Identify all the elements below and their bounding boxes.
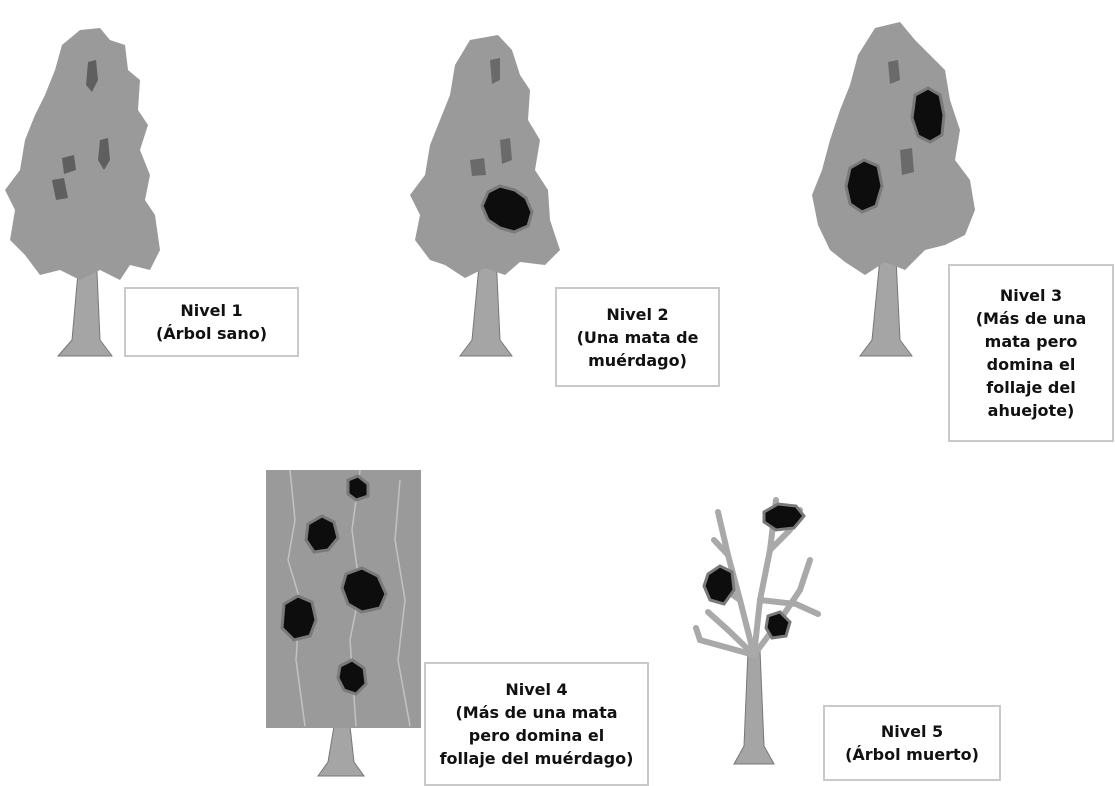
level-4-branch-line-1 <box>287 469 306 727</box>
level-3-line-1: (Más de una <box>975 309 1087 328</box>
level-5-mistletoe-clump-3 <box>764 610 792 640</box>
level-3-line-2: mata pero <box>984 332 1078 351</box>
level-2-mistletoe-clump <box>480 184 534 234</box>
level-4-line-1: (Más de una mata <box>455 703 618 722</box>
level-4-branch-line-3 <box>394 479 411 727</box>
level-5-title: Nivel 5 <box>880 722 944 741</box>
level-3-mistletoe-clump-2 <box>844 158 884 214</box>
level-5-mistletoe-clump-1 <box>762 502 806 532</box>
level-2-title: Nivel 2 <box>606 304 669 324</box>
level-2-shadow-2 <box>470 158 486 176</box>
level-3-shadow-1 <box>888 60 900 84</box>
level-1-shadow-4 <box>52 178 68 200</box>
level-3-shadow-2 <box>900 148 914 175</box>
level-4-title: Nivel 4 <box>505 680 568 699</box>
level-4-mistletoe-clump-2 <box>304 514 340 554</box>
level-3-line-3: domina el <box>986 355 1076 374</box>
level-4-line-3: follaje del muérdago) <box>439 749 634 768</box>
level-1-foliage <box>5 28 160 280</box>
level-3-label-box: Nivel 3 (Más de una mata pero domina el … <box>948 264 1114 442</box>
level-4-line-2: pero domina el <box>468 726 605 745</box>
level-3-foliage <box>812 22 975 275</box>
level-5-mistletoe-clump-2 <box>702 564 736 606</box>
level-1-shadow-1 <box>86 60 98 92</box>
level-3-line-5: ahuejote) <box>987 401 1075 420</box>
level-1-shadow-2 <box>62 155 76 174</box>
level-4-label-box: Nivel 4 (Más de una mata pero domina el … <box>424 662 649 786</box>
level-5-trunk <box>733 649 775 765</box>
level-1-title: Nivel 1 <box>180 301 243 320</box>
level-3-title: Nivel 3 <box>999 286 1063 305</box>
level-2-line-1: (Una mata de <box>576 327 699 347</box>
level-1-shadow-3 <box>98 138 110 170</box>
level-3-line-4: follaje del <box>986 378 1076 397</box>
level-4-mistletoe-clump-1 <box>346 474 370 502</box>
level-1-line-1: (Árbol sano) <box>155 324 268 343</box>
level-2-shadow-1 <box>490 58 500 84</box>
level-1-label-box: Nivel 1 (Árbol sano) <box>124 287 299 357</box>
level-3-mistletoe-clump-1 <box>910 86 946 144</box>
level-2-shadow-3 <box>500 138 512 164</box>
level-4-mistletoe-clump-5 <box>336 658 368 696</box>
level-2-line-2: muérdago) <box>588 350 687 370</box>
level-5-label-box: Nivel 5 (Árbol muerto) <box>823 705 1001 781</box>
level-4-mistletoe-clump-4 <box>280 594 318 642</box>
level-5-line-1: (Árbol muerto) <box>845 745 979 764</box>
level-2-label-box: Nivel 2 (Una mata de muérdago) <box>555 287 720 387</box>
level-4-mistletoe-clump-3 <box>340 566 388 614</box>
